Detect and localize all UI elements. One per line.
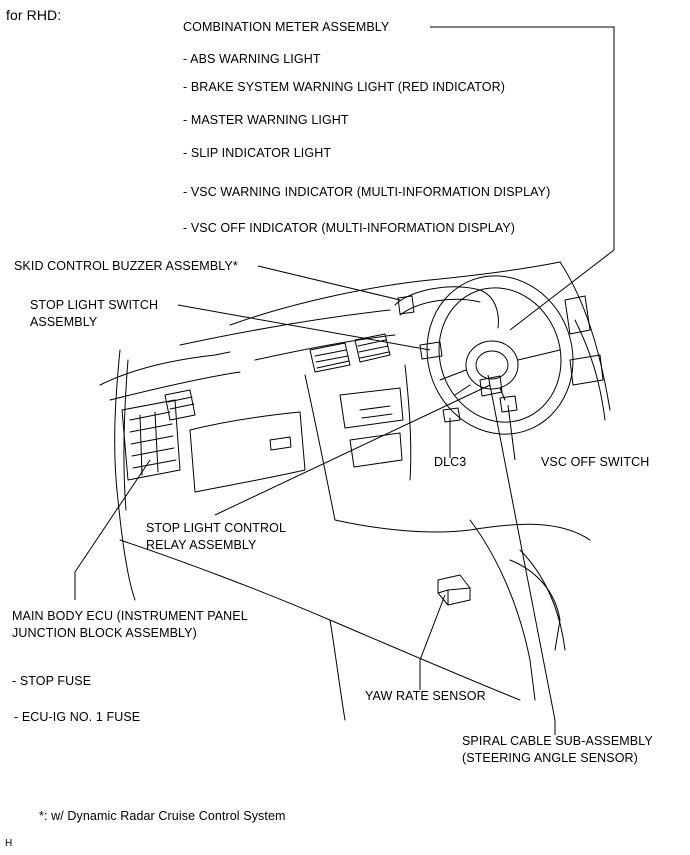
label-yaw-rate-sensor: YAW RATE SENSOR [365,689,486,703]
leader-combination-meter [430,26,615,331]
steering-spoke-l [439,369,467,381]
meter-item-slip: - SLIP INDICATOR LIGHT [183,146,332,160]
label-spiral-cable-2: (STEERING ANGLE SENSOR) [462,751,638,765]
label-main-body-ecu-2: JUNCTION BLOCK ASSEMBLY) [12,626,197,640]
meter-item-brake: - BRAKE SYSTEM WARNING LIGHT (RED INDICA… [183,80,506,94]
dash-top-line [179,309,391,346]
buzzer-part [397,295,415,315]
dash-left-end [99,351,231,386]
leader-main-body-ecu [74,459,151,600]
label-stop-light-relay-1: STOP LIGHT CONTROL [146,521,287,535]
label-vsc-off-switch: VSC OFF SWITCH [541,455,650,469]
meter-item-vsc-warning: - VSC WARNING INDICATOR (MULTI-INFORMATI… [183,185,551,199]
steering-hub [465,340,519,390]
leader-stop-light-relay [214,384,491,516]
junction-block [121,399,181,481]
meter-item-abs: - ABS WARNING LIGHT [183,52,321,66]
leader-stop-light-switch [177,304,431,351]
pillar-right [559,261,611,411]
floor-tunnel [469,519,536,701]
meter-hood [394,286,499,329]
header-title: for RHD: [6,7,62,23]
meter-item-vsc-off: - VSC OFF INDICATOR (MULTI-INFORMATION D… [183,221,516,235]
steering-wheel-inner [438,287,562,423]
steering-wheel-outer [426,275,574,435]
vsc-off-switch [499,395,518,413]
center-vent-right [354,333,391,363]
dash-top-line-2 [254,334,396,361]
label-stop-light-switch-2: ASSEMBLY [30,315,98,329]
console-box [509,559,561,651]
dash-right-edge [574,319,606,421]
center-vent-left [309,342,351,373]
radio-unit [339,387,404,429]
leader-yaw-rate [419,594,446,690]
dlc3-connector [442,407,461,423]
corner-mark: H [5,838,13,849]
meter-item-master: - MASTER WARNING LIGHT [183,113,349,127]
label-stop-fuse: - STOP FUSE [12,674,92,688]
meter-hood-2 [399,298,481,316]
footnote: *: w/ Dynamic Radar Cruise Control Syste… [39,809,286,823]
leader-spiral-cable [487,374,556,735]
center-stack-left [304,374,336,521]
dash-left-lower [109,371,241,401]
glove-box [189,411,306,493]
door-pillar [114,349,136,601]
label-spiral-cable-1: SPIRAL CABLE SUB-ASSEMBLY [462,734,653,748]
label-ecu-ig-fuse: - ECU-IG NO. 1 FUSE [14,710,141,724]
leader-vsc-off [507,404,516,461]
combination-meter-title: COMBINATION METER ASSEMBLY [183,20,390,34]
leader-skid-buzzer [257,265,401,301]
label-stop-light-relay-2: RELAY ASSEMBLY [146,538,257,552]
label-dlc3: DLC3 [434,455,467,469]
label-skid-buzzer: SKID CONTROL BUZZER ASSEMBLY* [14,259,238,273]
label-main-body-ecu-1: MAIN BODY ECU (INSTRUMENT PANEL [12,609,248,623]
windshield-line [229,261,561,326]
steering-spoke-r [517,349,561,361]
center-stack-right [404,364,412,481]
console-front [334,519,591,541]
steering-column [454,384,506,401]
left-vent [164,389,196,421]
label-stop-light-switch-1: STOP LIGHT SWITCH [30,298,159,312]
